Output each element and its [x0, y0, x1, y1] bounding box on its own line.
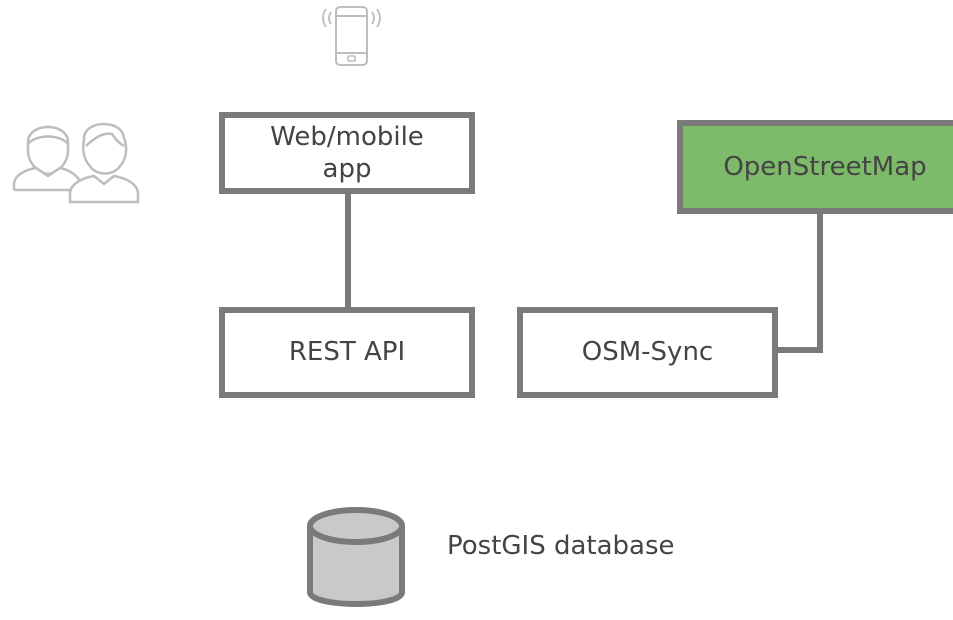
connector-osm-horizontal	[778, 347, 823, 353]
web-mobile-app-label-line1: Web/mobile	[270, 121, 424, 152]
openstreetmap-node: OpenStreetMap	[677, 120, 953, 214]
database-label: PostGIS database	[447, 531, 675, 561]
phone-icon	[317, 4, 387, 74]
web-mobile-app-label-line2: app	[322, 154, 372, 184]
connector-web-to-rest	[345, 194, 351, 307]
connector-osm-vertical	[817, 214, 823, 353]
rest-api-node: REST API	[219, 307, 475, 398]
osm-sync-node: OSM-Sync	[517, 307, 778, 398]
openstreetmap-label: OpenStreetMap	[723, 151, 927, 182]
users-icon	[8, 104, 143, 210]
database-icon	[302, 504, 410, 620]
web-mobile-app-node: Web/mobile app	[219, 112, 475, 194]
rest-api-label: REST API	[288, 337, 406, 368]
osm-sync-label: OSM-Sync	[581, 337, 714, 368]
